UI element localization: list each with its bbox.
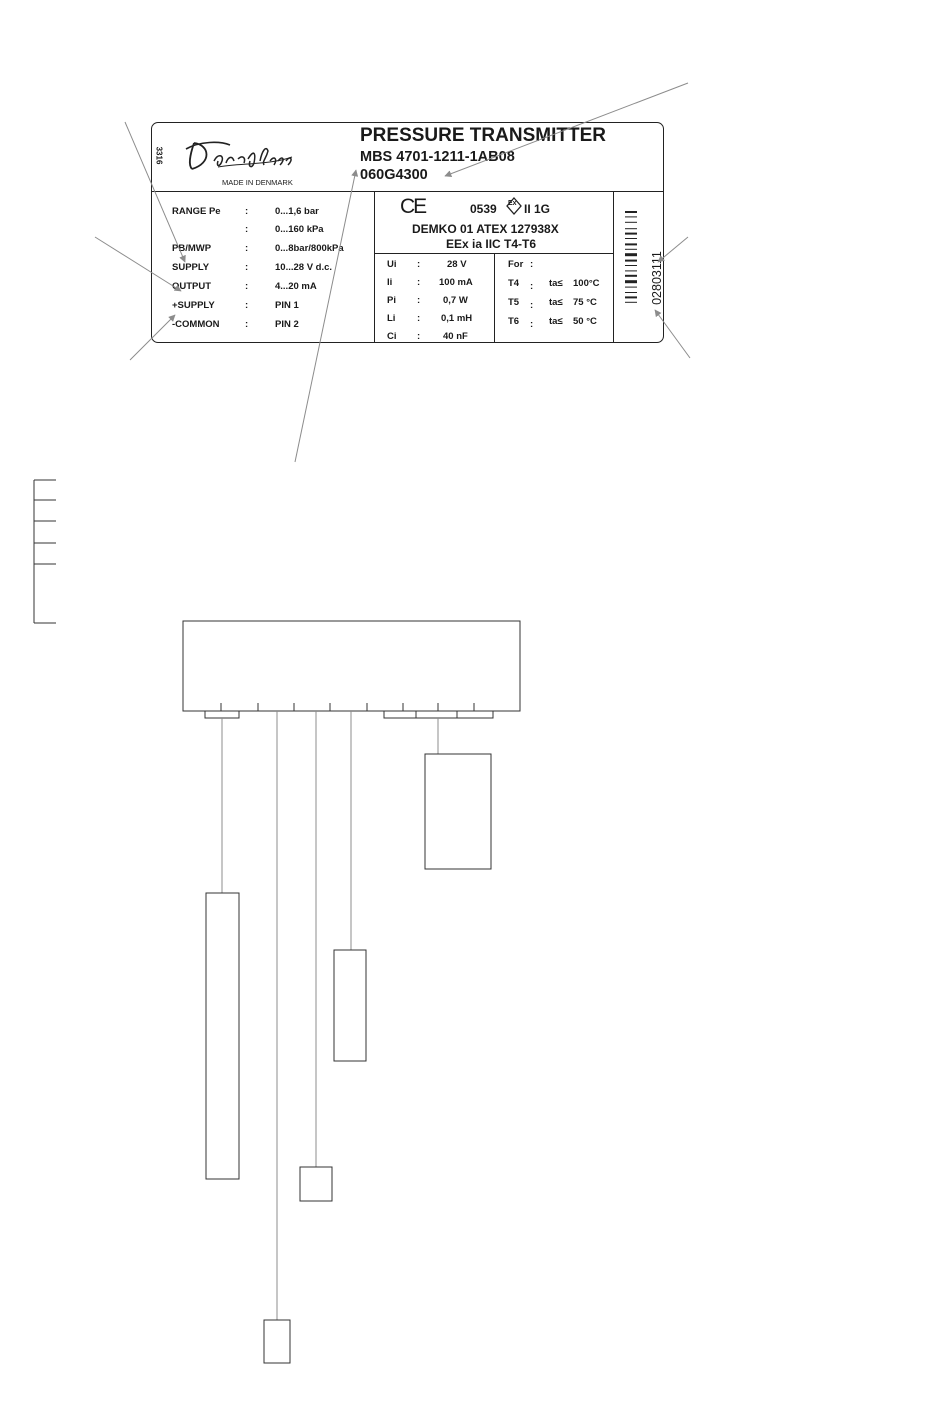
model-number: MBS 4701-1211-1AB08 [360, 149, 515, 165]
temp-ta: ta≤ [549, 297, 563, 308]
leader-line [124, 121, 186, 263]
elec-name: Pi [387, 295, 396, 306]
temp-ta: ta≤ [549, 316, 563, 327]
elec-sep: : [417, 277, 421, 288]
temp-sep: : [530, 319, 534, 330]
elec-value: 0,7 W [443, 295, 468, 306]
notified-body: 0539 [470, 202, 497, 216]
spec-value: 0...160 kPa [275, 224, 324, 235]
temp-class: T5 [508, 297, 520, 308]
spec-value: PIN 2 [275, 319, 299, 330]
spec-sep: : [245, 262, 249, 273]
elec-sep: : [417, 259, 421, 270]
temp-value: 50 °C [573, 316, 597, 327]
temp-value: 75 °C [573, 297, 597, 308]
spec-value: 0...8bar/800kPa [275, 243, 344, 254]
temp-header-sep: : [530, 259, 534, 270]
divider-left [374, 191, 375, 342]
divider-right [613, 191, 614, 342]
elec-value: 0,1 mH [441, 313, 473, 324]
product-title: PRESSURE TRANSMITTER [360, 125, 606, 146]
divider-inner [494, 253, 495, 342]
spec-value: 10...28 V d.c. [275, 262, 333, 273]
temp-ta: ta≤ [549, 278, 563, 289]
spec-value: PIN 1 [275, 300, 299, 311]
spec-name: PB/MWP [172, 243, 212, 254]
elec-sep: : [417, 313, 421, 324]
spec-sep: : [245, 224, 249, 235]
spec-name: SUPPLY [172, 262, 210, 273]
leader-line [444, 82, 689, 178]
callout-box [205, 892, 240, 1180]
callout-box [299, 1166, 333, 1202]
temp-sep: : [530, 281, 534, 292]
elec-name: Ui [387, 259, 397, 270]
bracket-ladder [33, 479, 56, 624]
temp-class: T6 [508, 316, 520, 327]
elec-value: 40 nF [443, 331, 468, 342]
certificate-number: DEMKO 01 ATEX 127938X [412, 222, 559, 236]
elec-name: Ii [387, 277, 393, 288]
spec-value: 4...20 mA [275, 281, 317, 292]
spec-sep: : [245, 300, 249, 311]
temp-sep: : [530, 300, 534, 311]
callout-box [333, 949, 367, 1062]
temp-header-label: For [508, 259, 524, 270]
temp-class: T4 [508, 278, 520, 289]
danfoss-logo-icon [185, 141, 293, 170]
divider-elec-top [374, 253, 613, 254]
callout-box [263, 1319, 291, 1364]
ex-category: II 1G [524, 202, 551, 216]
spec-value: 0...1,6 bar [275, 206, 319, 217]
elec-value: 100 mA [439, 277, 473, 288]
elec-name: Li [387, 313, 396, 324]
callout-box [424, 753, 492, 870]
leader-line [129, 314, 176, 361]
spec-sep: : [245, 243, 249, 254]
spec-name: RANGE Pe [172, 206, 221, 217]
spec-name: OUTPUT [172, 281, 212, 292]
elec-sep: : [417, 331, 421, 342]
spec-sep: : [245, 319, 249, 330]
elec-value: 28 V [447, 259, 467, 270]
leader-line [657, 236, 689, 263]
spec-name: -COMMON [172, 319, 220, 330]
spec-sep: : [245, 206, 249, 217]
elec-sep: : [417, 295, 421, 306]
protection-type: EEx ia IIC T4-T6 [446, 237, 537, 251]
spec-sep: : [245, 281, 249, 292]
temp-value: 100°C [573, 278, 600, 289]
barcode-icon [625, 211, 637, 333]
spec-name: +SUPPLY [172, 300, 215, 311]
brand-logo [180, 135, 295, 173]
template-box [182, 620, 521, 719]
leader-line [94, 236, 182, 292]
nameplate-label: 3316 MADE IN DENMARK PRESSURE TRANSMITTE… [151, 122, 664, 343]
ex-mark-icon: Ex [506, 197, 522, 215]
made-in-text: MADE IN DENMARK [222, 178, 293, 187]
leader-line [654, 309, 691, 359]
elec-name: Ci [387, 331, 397, 342]
leader-line [294, 169, 359, 463]
header-divider [152, 191, 663, 192]
code-number: 060G4300 [360, 167, 428, 183]
ex-mark-text: Ex [508, 200, 517, 207]
ce-mark-icon: CE [400, 195, 427, 218]
